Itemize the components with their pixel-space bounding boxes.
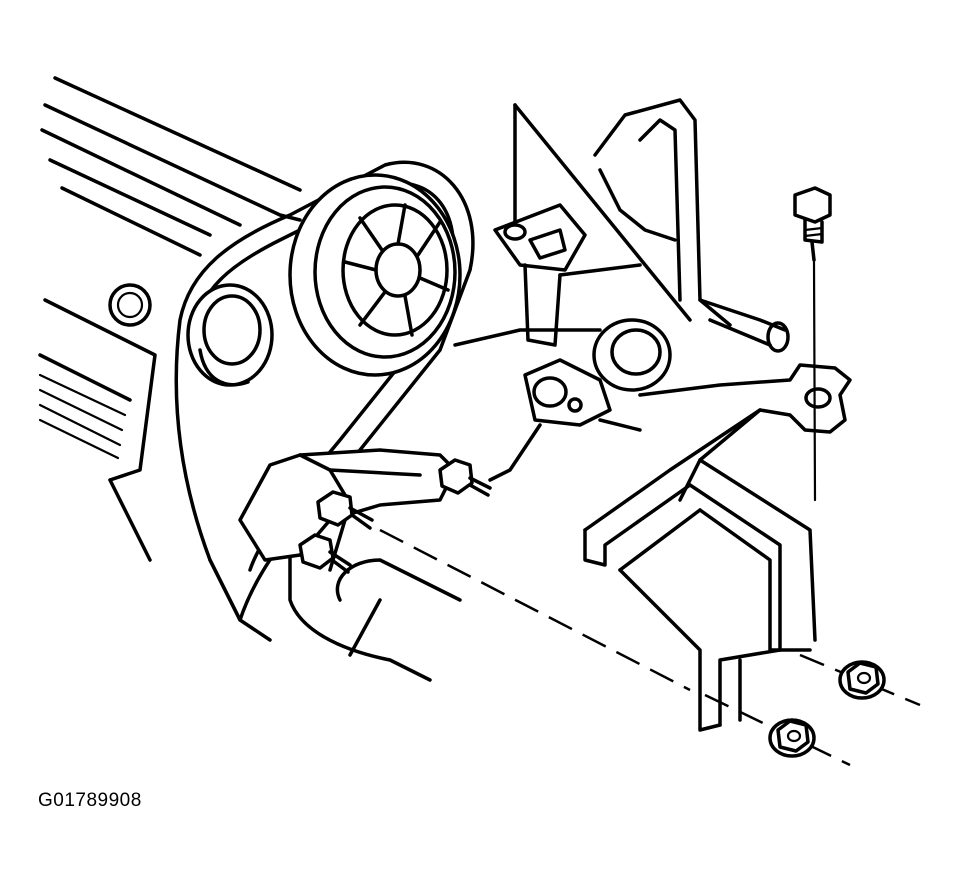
idler-pulley [186,283,274,387]
stud-nut-1 [298,533,352,574]
bracket-bolt [793,186,832,262]
stud-nut-3 [438,458,492,497]
engine-block [38,76,302,562]
upper-bracket [488,98,790,482]
alignment-line-right [799,653,921,707]
flange-nut-1 [838,660,886,700]
stud-nut-2 [316,490,374,530]
bolt-alignment-line [812,260,817,502]
spoked-pulley [288,173,462,377]
alignment-line-upper [379,528,691,692]
figure-id-label: G01789908 [38,790,142,811]
flange-nut-2 [768,718,816,758]
